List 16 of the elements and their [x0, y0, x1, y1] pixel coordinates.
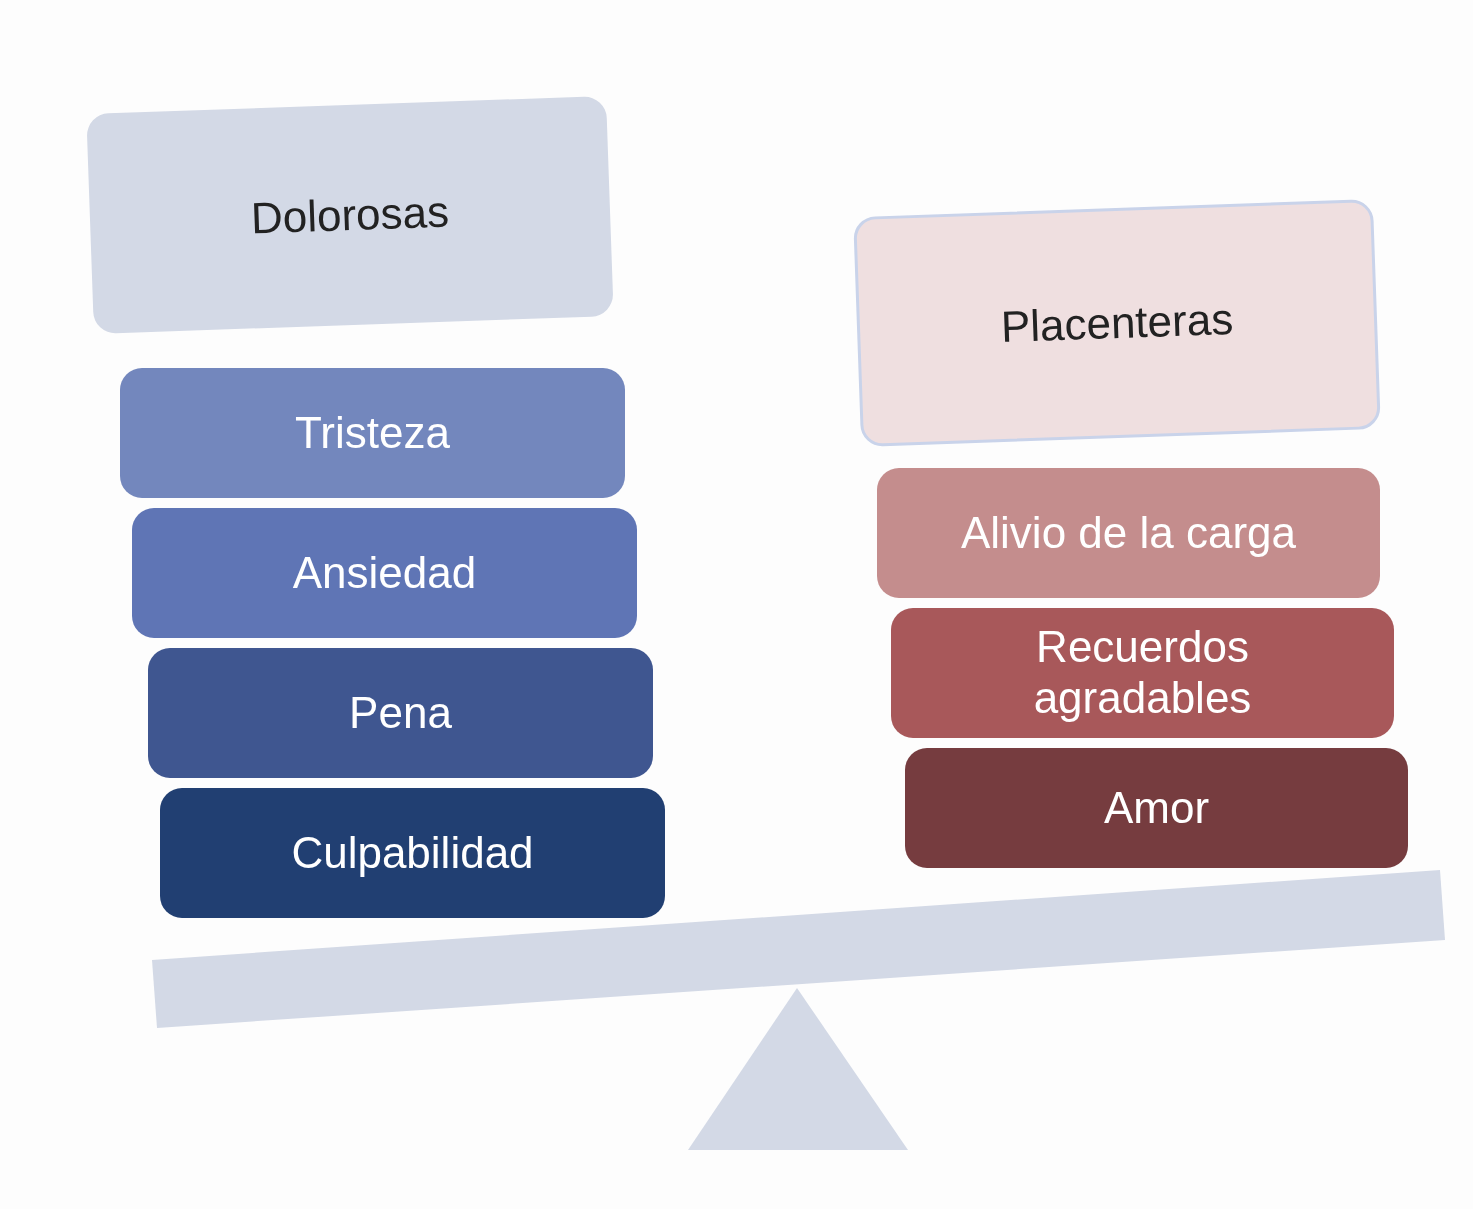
emotion-box: [905, 748, 1408, 868]
box-label: Placenteras: [1000, 293, 1234, 353]
emotion-box: [120, 368, 625, 498]
emotion-box: [132, 508, 637, 638]
emotion-box: [891, 608, 1394, 738]
emotion-box: [148, 648, 653, 778]
box-label: Amor: [1103, 782, 1210, 834]
box-label: Alivio de la carga: [960, 507, 1297, 559]
box-label: Recuerdos agradables: [1032, 622, 1253, 724]
emotion-box: [877, 468, 1380, 598]
emotion-box: [160, 788, 665, 918]
box-label: Ansiedad: [292, 547, 477, 599]
box-label: Tristeza: [295, 407, 450, 459]
box-label: Dolorosas: [250, 186, 450, 244]
box-label: Culpabilidad: [291, 827, 534, 879]
box-label: Pena: [349, 687, 452, 739]
